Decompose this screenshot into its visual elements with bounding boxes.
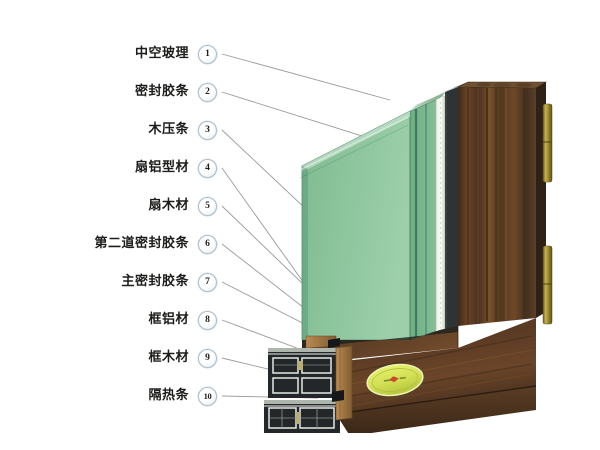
callout-row-6: 第二道密封胶条 6: [94, 234, 217, 254]
glass-reflection-lines: [300, 114, 408, 179]
callout-row-3: 木压条 3: [148, 120, 217, 140]
callout-label-5: 扇木材: [148, 198, 189, 213]
callout-number-3: 3: [198, 120, 217, 140]
window-cutaway-illustration: [264, 81, 553, 433]
sash-aluminium-profile: [268, 348, 336, 398]
callout-label-2: 密封胶条: [134, 84, 189, 99]
glazing-rebate-shadow: [302, 326, 458, 348]
callout-number-5: 5: [198, 196, 217, 216]
callout-label-6: 第二道密封胶条: [94, 236, 189, 251]
callout-row-4: 扇铝型材 4: [135, 158, 217, 178]
brass-hinge-lower: [542, 245, 553, 325]
wood-endgrain-marks: [477, 82, 532, 88]
badge-logo-mark: [383, 376, 406, 383]
callout-row-10: 隔热条 10: [148, 386, 217, 406]
callout-number-10: 10: [198, 386, 217, 406]
frame-bottom-skirt: [336, 386, 536, 433]
glass-top-bevel: [302, 111, 410, 172]
callout-label-10: 隔热条: [148, 388, 189, 403]
callout-label-4: 扇铝型材: [134, 160, 189, 175]
frame-aluminium-profile: [264, 400, 340, 433]
sash-aluminium-strip: [445, 87, 458, 334]
aluminium-cap-highlights: [264, 353, 340, 407]
callout-number-6: 6: [198, 234, 217, 254]
callout-label-7: 主密封胶条: [121, 274, 189, 289]
callout-label-3: 木压条: [148, 122, 189, 137]
glass-cut-top: [410, 92, 446, 111]
thermal-break-upper: [298, 361, 303, 370]
callout-row-5: 扇木材 5: [148, 196, 217, 216]
callout-label-9: 框木材: [148, 350, 189, 365]
frame-wood-section: [335, 345, 353, 421]
wood-grain-side: [467, 87, 526, 324]
glass-inner-pane: [409, 97, 441, 341]
callout-number-1: 1: [198, 44, 217, 64]
callout-row-7: 主密封胶条 7: [121, 272, 217, 292]
frame-wood-side-face: [458, 87, 536, 326]
callout-number-9: 9: [198, 348, 217, 368]
thermal-break-lower: [296, 412, 300, 424]
callout-row-8: 框铝材 8: [148, 310, 217, 330]
callout-label-8: 框铝材: [148, 312, 189, 327]
glass-left-bevel: [302, 166, 308, 340]
callout-label-1: 中空玻理: [134, 46, 189, 61]
callout-row-2: 密封胶条 2: [135, 82, 217, 102]
brass-hinge-upper: [542, 103, 553, 183]
sealing-gaskets: [328, 338, 344, 402]
callout-number-4: 4: [198, 158, 217, 178]
callout-row-1: 中空玻理 1: [135, 44, 217, 64]
callout-number-7: 7: [198, 272, 217, 292]
callout-number-2: 2: [198, 82, 217, 102]
aluminium-cut-top: [445, 82, 468, 92]
spacer-cut-top: [436, 88, 452, 96]
brand-badge: [366, 363, 424, 397]
glass-outer-pane: [301, 110, 411, 341]
callout-number-8: 8: [198, 310, 217, 330]
skirt-seam: [335, 385, 537, 415]
callout-row-9: 框木材 9: [148, 348, 217, 368]
